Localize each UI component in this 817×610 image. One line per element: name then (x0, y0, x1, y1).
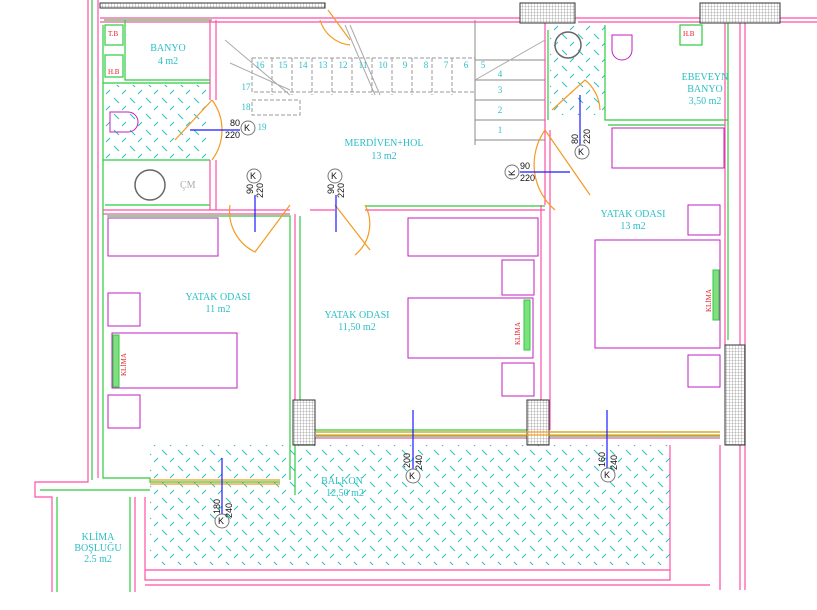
room-name: EBEVEYN (682, 72, 729, 83)
svg-text:15: 15 (279, 60, 289, 70)
tb-box (104, 24, 124, 46)
svg-text:K: K (604, 470, 610, 480)
hb-label: H.B (108, 68, 120, 76)
svg-text:K: K (507, 170, 517, 176)
svg-text:220: 220 (225, 130, 240, 140)
door-swings (150, 9, 720, 485)
column (724, 344, 746, 446)
svg-text:240: 240 (609, 455, 619, 470)
svg-text:K: K (218, 516, 224, 526)
svg-text:90: 90 (326, 184, 336, 194)
svg-text:80: 80 (570, 134, 580, 144)
svg-text:K: K (409, 471, 415, 481)
svg-text:19: 19 (258, 122, 268, 132)
balkon-tile (150, 445, 670, 565)
room-name: KLİMA (82, 531, 116, 543)
svg-text:1: 1 (498, 125, 503, 135)
door-mark: K 90 220 (504, 161, 570, 183)
door-mark: K 80 220 (570, 95, 592, 160)
klima-label: KLİMA (705, 289, 713, 312)
svg-text:11: 11 (359, 60, 368, 70)
svg-text:160: 160 (597, 452, 607, 467)
room-area: 13 m2 (371, 151, 396, 162)
svg-text:180: 180 (212, 499, 222, 514)
svg-text:80: 80 (230, 118, 240, 128)
svg-text:K: K (578, 147, 584, 157)
door-mark: K 90 220 (326, 168, 346, 232)
ebeveyn-tile (550, 25, 605, 115)
svg-text:220: 220 (336, 183, 346, 198)
svg-text:220: 220 (582, 129, 592, 144)
svg-text:7: 7 (444, 60, 449, 70)
room-area: 12,50 m2 (326, 488, 364, 499)
toilet-icon (611, 34, 633, 61)
room-name: YATAK ODASI (324, 310, 389, 321)
svg-text:90: 90 (245, 184, 255, 194)
room-name: MERDİVEN+HOL (345, 137, 424, 149)
room-area: 4 m2 (158, 56, 178, 67)
door-mark: K 200 240 (402, 410, 424, 484)
room-area: 13 m2 (620, 221, 645, 232)
furniture (107, 127, 725, 429)
svg-text:6: 6 (464, 60, 469, 70)
svg-text:K: K (331, 171, 337, 181)
hb-box (104, 54, 124, 78)
klima-units (112, 269, 720, 388)
svg-text:220: 220 (255, 183, 265, 198)
door-mark: K 160 240 (597, 410, 619, 483)
svg-text:17: 17 (242, 82, 252, 92)
svg-text:8: 8 (424, 60, 429, 70)
hb-label-right: H.B (683, 30, 695, 38)
boiler-icon (134, 169, 166, 201)
svg-text:9: 9 (403, 60, 408, 70)
window (519, 2, 576, 24)
room-area: 3,50 m2 (689, 96, 722, 107)
room-name: BALKON (321, 476, 363, 487)
klima-label: KLİMA (120, 353, 128, 376)
svg-text:13: 13 (319, 60, 329, 70)
svg-text:12: 12 (339, 60, 348, 70)
door-mark: K 90 220 (245, 168, 265, 232)
staircase (224, 20, 546, 145)
room-area: 2.5 m2 (84, 554, 112, 565)
walls (34, 0, 817, 592)
room-name: YATAK ODASI (600, 209, 665, 220)
room-name: BOŞLUĞU (74, 542, 122, 554)
stair-numbers: 1 2 3 4 5 6 7 8 9 10 11 12 13 14 15 16 1… (242, 60, 503, 135)
svg-text:5: 5 (481, 60, 486, 70)
svg-text:220: 220 (520, 173, 535, 183)
room-area: 11 m2 (206, 304, 231, 315)
sink-icon (554, 31, 582, 59)
room-name: BANYO (687, 84, 723, 95)
room-name: BANYO (150, 43, 186, 54)
svg-text:2: 2 (498, 105, 503, 115)
banyo-tile (105, 85, 210, 160)
svg-text:3: 3 (498, 85, 503, 95)
svg-text:14: 14 (299, 60, 309, 70)
svg-text:4: 4 (498, 69, 503, 79)
svg-text:K: K (250, 171, 256, 181)
column (292, 399, 316, 446)
svg-text:90: 90 (520, 161, 530, 171)
tb-label: T.B (108, 30, 119, 38)
window (699, 2, 781, 24)
klima-label: KLİMA (514, 322, 522, 345)
toilet-icon (109, 111, 139, 133)
hb-box-right (679, 24, 703, 46)
door-mark: K 180 240 (212, 458, 234, 529)
svg-text:240: 240 (224, 503, 234, 518)
door-mark: K 80 220 (190, 118, 256, 140)
room-name: YATAK ODASI (185, 292, 250, 303)
svg-text:200: 200 (402, 453, 412, 468)
window (99, 2, 326, 9)
svg-text:10: 10 (379, 60, 389, 70)
cm-label: ÇM (180, 180, 196, 191)
svg-text:K: K (244, 123, 250, 133)
svg-text:16: 16 (256, 60, 266, 70)
room-area: 11,50 m2 (338, 322, 375, 333)
svg-text:18: 18 (242, 102, 252, 112)
svg-text:240: 240 (414, 455, 424, 470)
column (526, 399, 550, 446)
